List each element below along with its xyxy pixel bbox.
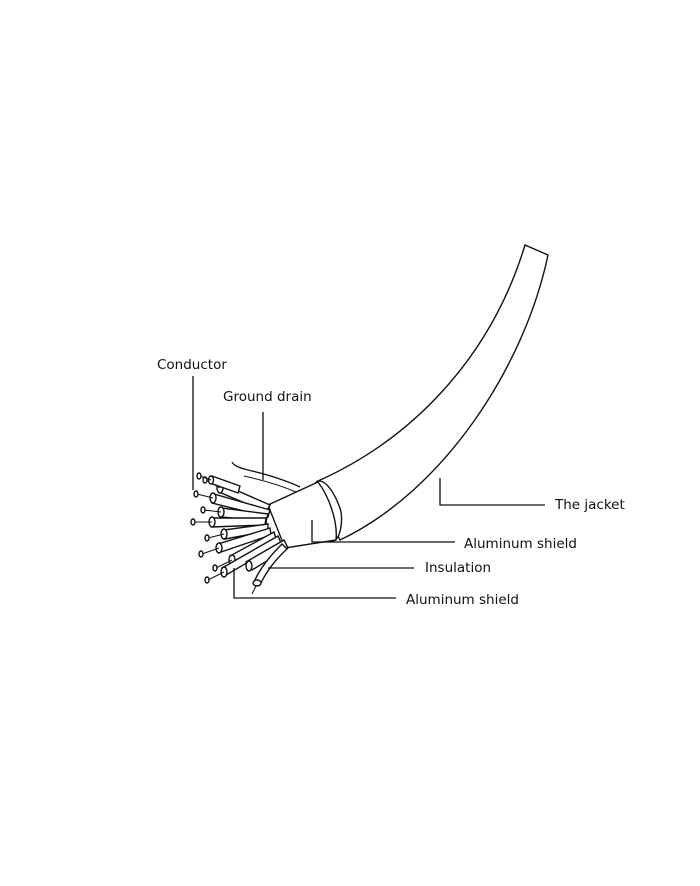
label-aluminum-shield-outer: Aluminum shield: [464, 536, 577, 552]
label-insulation: Insulation: [425, 560, 491, 576]
aluminum-shield-inner-pair: [244, 539, 289, 571]
inner-pair-end: [245, 560, 253, 572]
ground-drain-wire: [231, 461, 301, 488]
conductor-bundle: [190, 472, 282, 584]
leader-jacket: [439, 478, 545, 506]
aluminum-shield-outer-segment: [267, 481, 337, 549]
label-jacket: The jacket: [554, 497, 625, 513]
leader-aluminum-shield-inner: [233, 568, 396, 599]
label-aluminum-shield-inner: Aluminum shield: [406, 592, 519, 608]
cable-jacket: [317, 244, 549, 541]
ground-drain-wire-2: [243, 475, 297, 493]
label-conductor: Conductor: [157, 357, 227, 373]
leader-aluminum-shield-outer: [311, 520, 455, 543]
label-ground-drain: Ground drain: [223, 389, 312, 405]
